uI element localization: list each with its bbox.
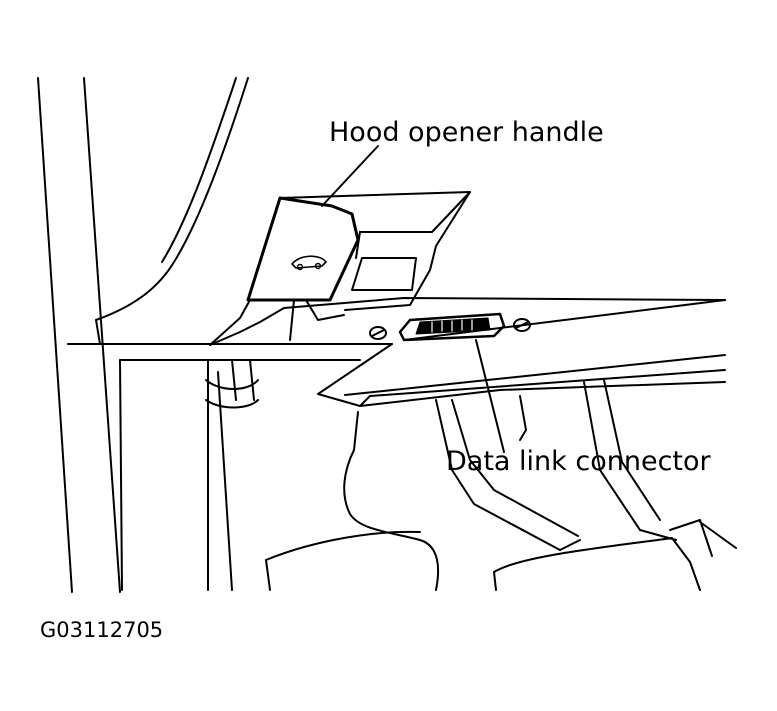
figure-code: G03112705	[40, 618, 164, 642]
steering-column-area	[435, 379, 737, 557]
a-pillar	[37, 77, 249, 593]
data-link-connector-drawing	[398, 312, 506, 342]
data-link-connector-label: Data link connector	[446, 446, 711, 477]
dash-lower-panel	[67, 343, 393, 591]
hood-opener-handle-drawing	[209, 191, 471, 346]
leader-lines	[321, 145, 505, 453]
leader-hood-opener	[321, 145, 379, 207]
hood-opener-handle-label: Hood opener handle	[329, 117, 604, 148]
floor-shapes	[265, 411, 701, 591]
leader-data-link	[475, 339, 505, 453]
dash-edge	[209, 297, 726, 407]
panel-screws	[369, 318, 531, 340]
